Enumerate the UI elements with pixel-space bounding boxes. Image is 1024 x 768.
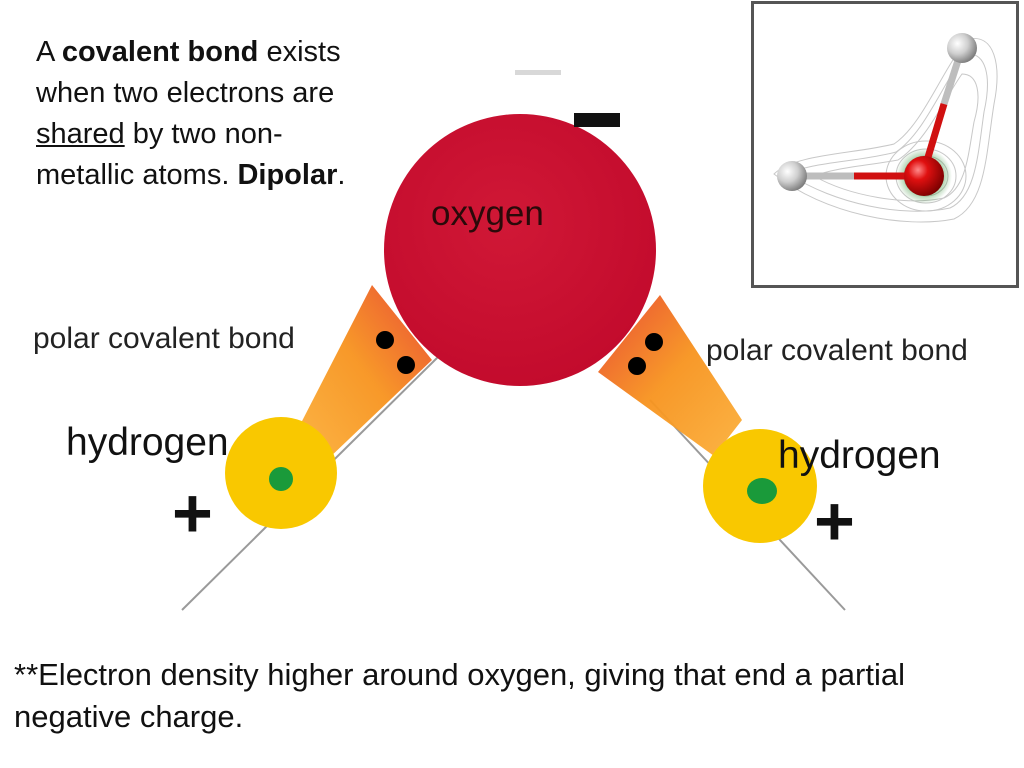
intro-text-part: by two non-metallic atoms. — [36, 118, 283, 191]
ball-and-stick-inset — [751, 1, 1019, 288]
electron-dot — [397, 356, 415, 374]
oxygen-ball — [904, 156, 944, 196]
footer-note: **Electron density higher around oxygen,… — [14, 657, 905, 734]
water-model-svg — [773, 33, 998, 223]
electron-dot — [645, 333, 663, 351]
bond-region-left — [300, 285, 432, 460]
faint-mark — [515, 70, 561, 75]
intro-text: A covalent bond exists when two electron… — [36, 32, 366, 196]
bond-label-right: polar covalent bond — [706, 334, 968, 367]
electron-dot — [376, 331, 394, 349]
intro-text-part: exists when two electrons are — [36, 36, 341, 109]
density-contours — [773, 38, 998, 223]
intro-text-part: . — [337, 159, 346, 191]
intro-text-part: A — [36, 36, 62, 68]
covalent-bond-term: covalent bond — [61, 36, 259, 68]
hydrogen-ball — [777, 161, 807, 191]
bond-stick — [922, 102, 948, 166]
hydrogen-label-left: hydrogen — [66, 421, 229, 464]
hydrogen-ball — [947, 33, 977, 63]
hydrogen-nucleus-left — [269, 467, 293, 491]
bond-label-left: polar covalent bond — [33, 322, 295, 355]
hydrogen-label-right: hydrogen — [778, 434, 941, 477]
bond-region-right — [598, 295, 742, 456]
dipolar-term: Dipolar — [237, 159, 338, 191]
minus-sign — [574, 113, 620, 127]
plus-sign-right: + — [814, 482, 855, 560]
hydrogen-nucleus-right — [747, 478, 777, 504]
oxygen-atom — [384, 114, 656, 386]
electron-dot — [628, 357, 646, 375]
shared-term: shared — [36, 118, 125, 150]
plus-sign-left: + — [172, 474, 213, 552]
oxygen-label: oxygen — [431, 194, 544, 233]
